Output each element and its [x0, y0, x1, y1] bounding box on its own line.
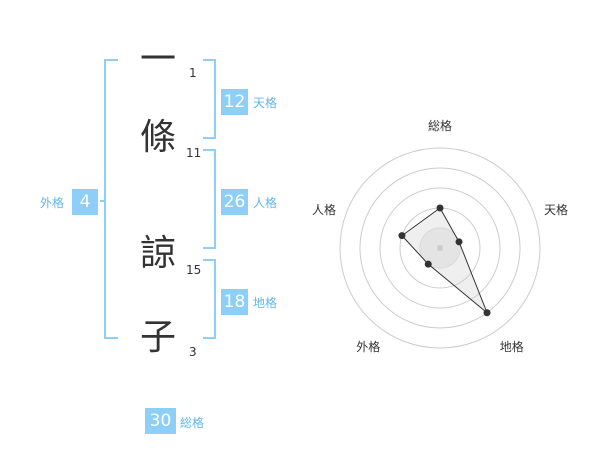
jinkaku-label: 人格: [253, 196, 278, 210]
radar-ring: [379, 187, 501, 309]
stroke-count-4: 3: [189, 345, 197, 359]
radar-center-dot: [437, 245, 443, 251]
radar-point-4: [424, 260, 432, 268]
tenkaku-bracket: [203, 59, 216, 139]
gaikaku-label: 外格: [40, 196, 65, 210]
radar-ring: [339, 147, 541, 349]
soukaku-label: 総格: [180, 416, 205, 430]
jinkaku-bracket: [203, 149, 216, 249]
radar-axis-label-1: 総格: [428, 119, 453, 133]
name-char-4: 子: [140, 317, 177, 358]
radar-axis-label-3: 地格: [499, 339, 524, 354]
name-char-1: 一: [140, 39, 177, 80]
tenkaku-label: 天格: [253, 96, 278, 110]
radar-axis-label-4: 外格: [356, 339, 381, 354]
chikaku-value: 18: [221, 289, 248, 315]
soukaku-value: 30: [145, 408, 176, 434]
stroke-count-3: 15: [186, 263, 202, 277]
name-char-2: 條: [140, 117, 177, 158]
stroke-count-1: 1: [189, 66, 197, 80]
radar-ring: [359, 167, 521, 329]
radar-point-2: [455, 238, 463, 246]
jinkaku-value: 26: [221, 189, 248, 215]
chikaku-bracket: [203, 259, 216, 339]
outer-bracket: [104, 59, 118, 339]
tenkaku-value: 12: [221, 89, 248, 115]
stroke-count-2: 11: [186, 146, 202, 160]
gaikaku-value: 4: [72, 189, 98, 215]
radar-point-1: [436, 204, 444, 212]
radar-point-5: [398, 232, 406, 240]
radar-series-polygon: [401, 207, 488, 314]
radar-point-3: [483, 309, 491, 317]
radar-axis-label-2: 天格: [544, 203, 569, 218]
chikaku-label: 地格: [253, 296, 278, 310]
name-char-3: 諒: [140, 233, 177, 274]
radar-axis-label-5: 人格: [311, 203, 336, 218]
